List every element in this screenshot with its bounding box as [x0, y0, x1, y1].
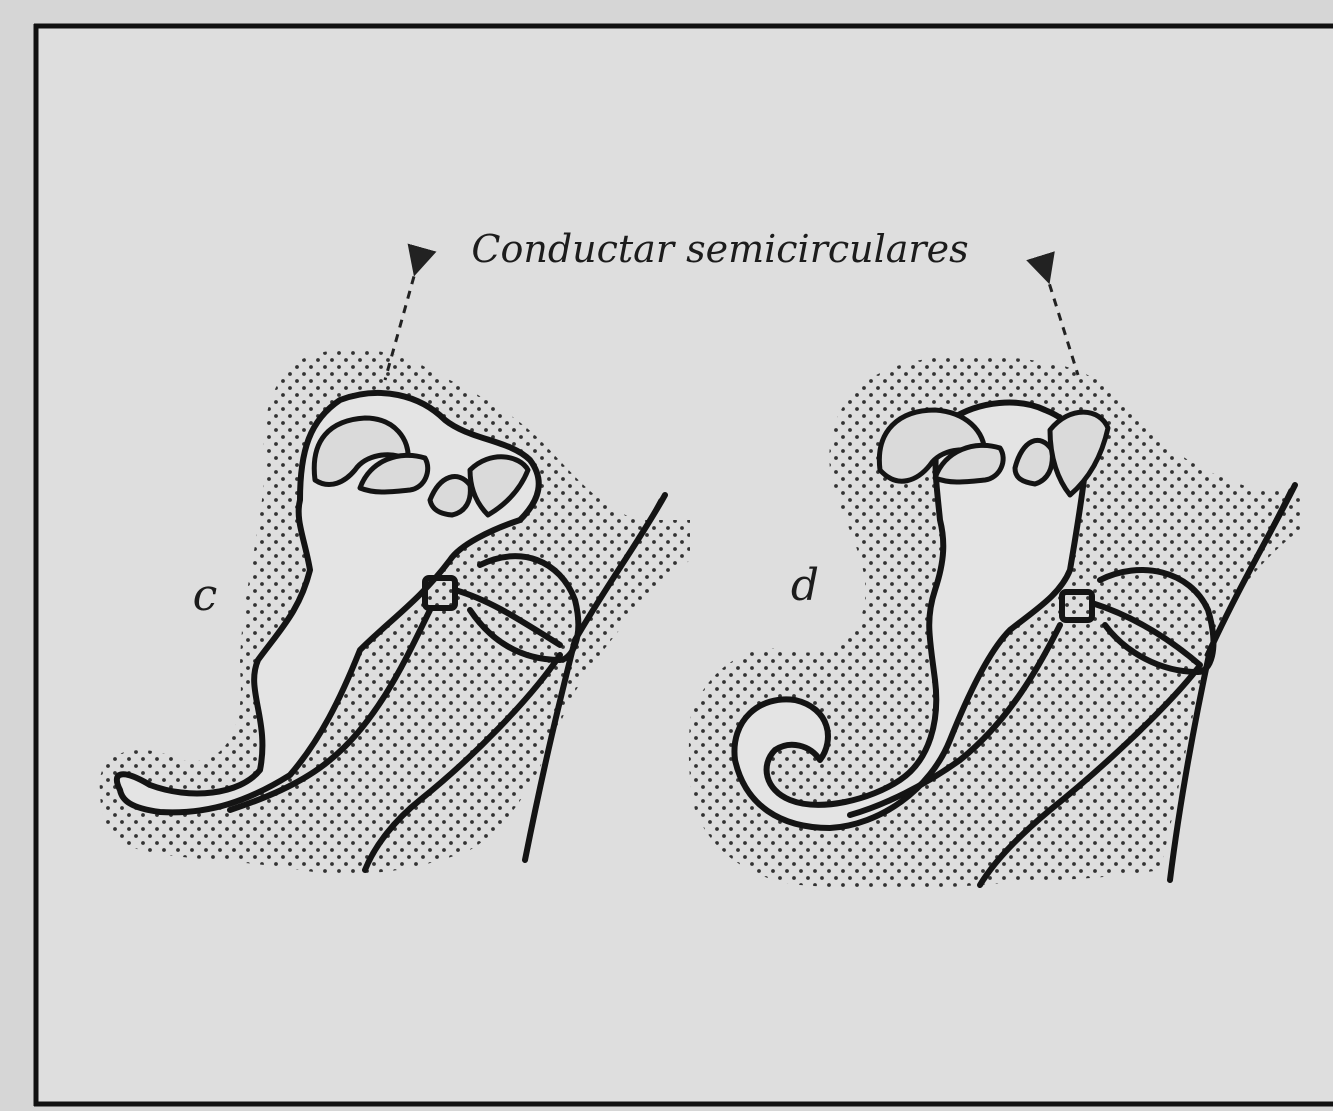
callout-label: Conductar semicirculares	[471, 227, 968, 271]
panel-letter-d: d	[791, 560, 819, 611]
panel-letter-c: c	[193, 570, 218, 621]
